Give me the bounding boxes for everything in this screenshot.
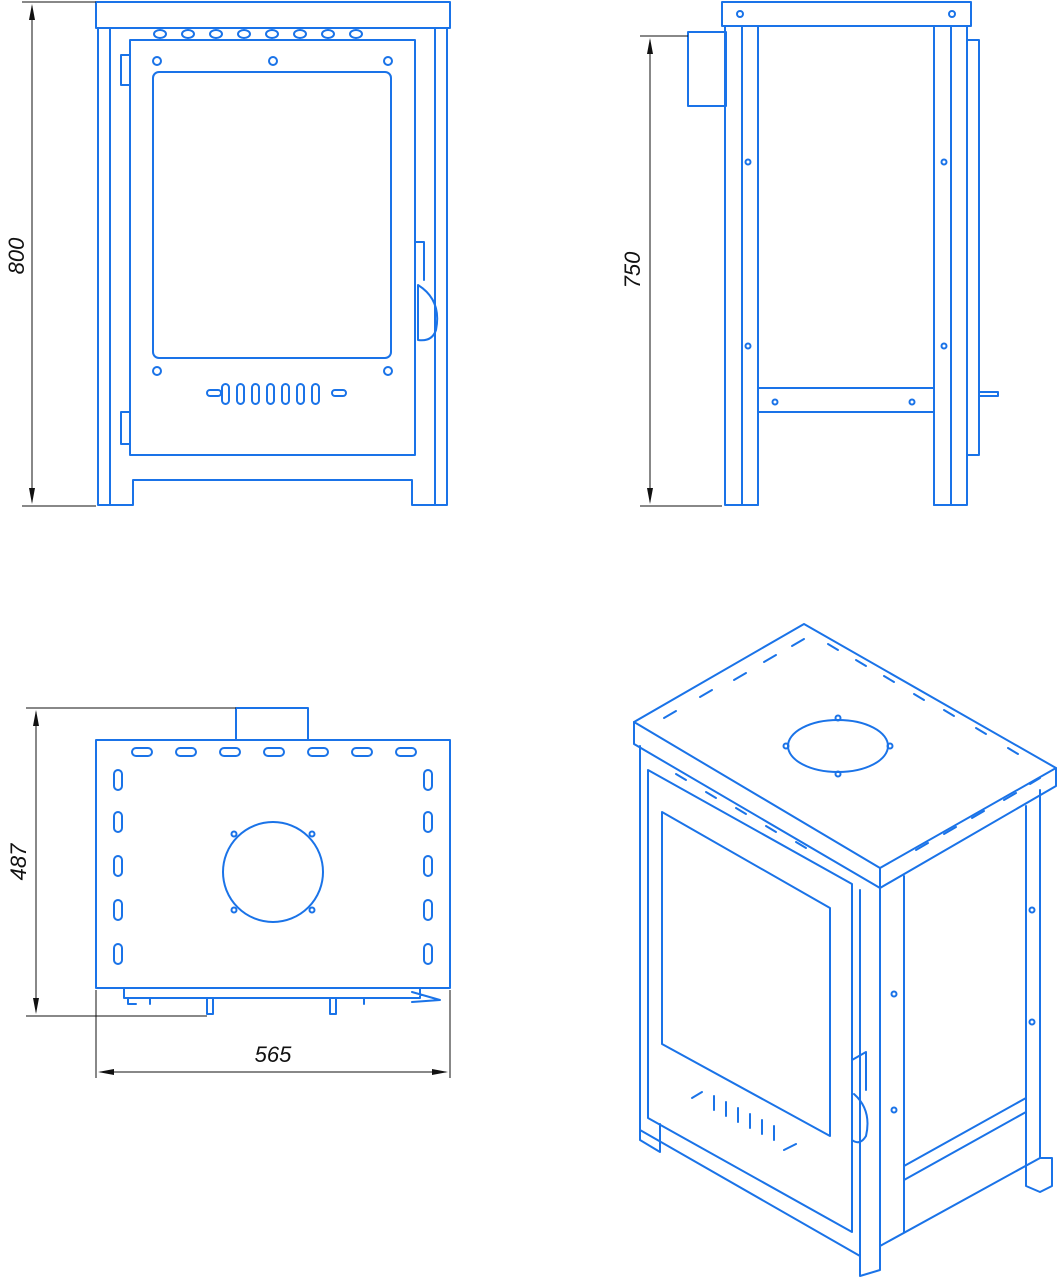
side-rear-leg xyxy=(933,25,968,506)
front-door xyxy=(129,39,416,456)
front-inner-frame xyxy=(109,27,436,506)
front-hinge-top xyxy=(120,54,131,86)
iso-air-vents xyxy=(691,1091,797,1151)
iso-right-rear-leg xyxy=(1025,1157,1053,1193)
iso-flue-opening xyxy=(787,719,889,773)
iso-handle xyxy=(851,1051,869,1144)
top-flue-stub xyxy=(235,707,309,741)
front-view xyxy=(95,1,451,506)
iso-top-vents xyxy=(663,638,1041,851)
side-view xyxy=(687,1,999,506)
front-height-label: 800 xyxy=(4,237,29,274)
front-door-handle xyxy=(415,241,439,342)
iso-front-door xyxy=(647,769,853,1233)
iso-right-inner xyxy=(903,805,1027,1233)
side-bottom-skirt xyxy=(757,411,935,506)
top-width-dimension: 565 xyxy=(95,990,451,1078)
top-width-label: 565 xyxy=(255,1042,292,1067)
front-body-outline xyxy=(97,27,448,506)
top-view xyxy=(95,707,451,1015)
side-door-profile xyxy=(966,39,980,456)
iso-front-left-leg xyxy=(639,1123,661,1153)
top-plate xyxy=(95,739,451,989)
iso-right-rail xyxy=(903,1097,1027,1181)
side-height-dimension: 750 xyxy=(620,35,722,507)
front-top-plate xyxy=(95,1,451,29)
side-top-plate xyxy=(721,1,972,27)
side-bottom-rail xyxy=(757,387,935,413)
side-flue-pipe xyxy=(687,31,727,107)
isometric-view xyxy=(633,623,1057,1277)
top-flue-opening xyxy=(222,821,324,923)
front-top-vents xyxy=(153,29,363,39)
front-hinge-bottom xyxy=(120,411,131,445)
iso-front-face xyxy=(639,745,861,1257)
iso-front-right-leg xyxy=(859,1245,881,1277)
side-height-label: 750 xyxy=(620,251,645,288)
top-depth-dimension: 487 xyxy=(6,707,236,1017)
iso-glass xyxy=(661,811,831,1137)
front-height-dimension: 800 xyxy=(4,1,96,507)
front-glass xyxy=(152,71,392,359)
side-front-leg xyxy=(724,25,759,506)
iso-right-face xyxy=(879,789,1041,1247)
side-handle xyxy=(978,391,999,397)
front-air-vents xyxy=(206,383,347,405)
top-depth-label: 487 xyxy=(6,843,31,880)
top-door-edge xyxy=(123,987,441,1015)
top-vent-slots xyxy=(113,747,433,965)
